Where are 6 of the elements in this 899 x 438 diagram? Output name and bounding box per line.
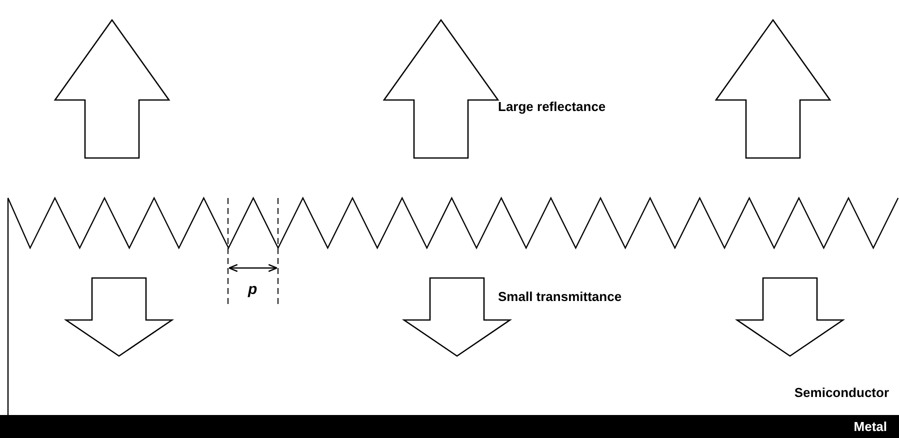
layer-label: Semiconductor bbox=[794, 385, 889, 400]
annotation: Large reflectance bbox=[498, 99, 606, 114]
annotation: Small transmittance bbox=[498, 289, 622, 304]
dimension-label: p bbox=[248, 281, 258, 298]
metal-layer bbox=[0, 415, 899, 438]
layer-label: Metal bbox=[854, 419, 887, 434]
